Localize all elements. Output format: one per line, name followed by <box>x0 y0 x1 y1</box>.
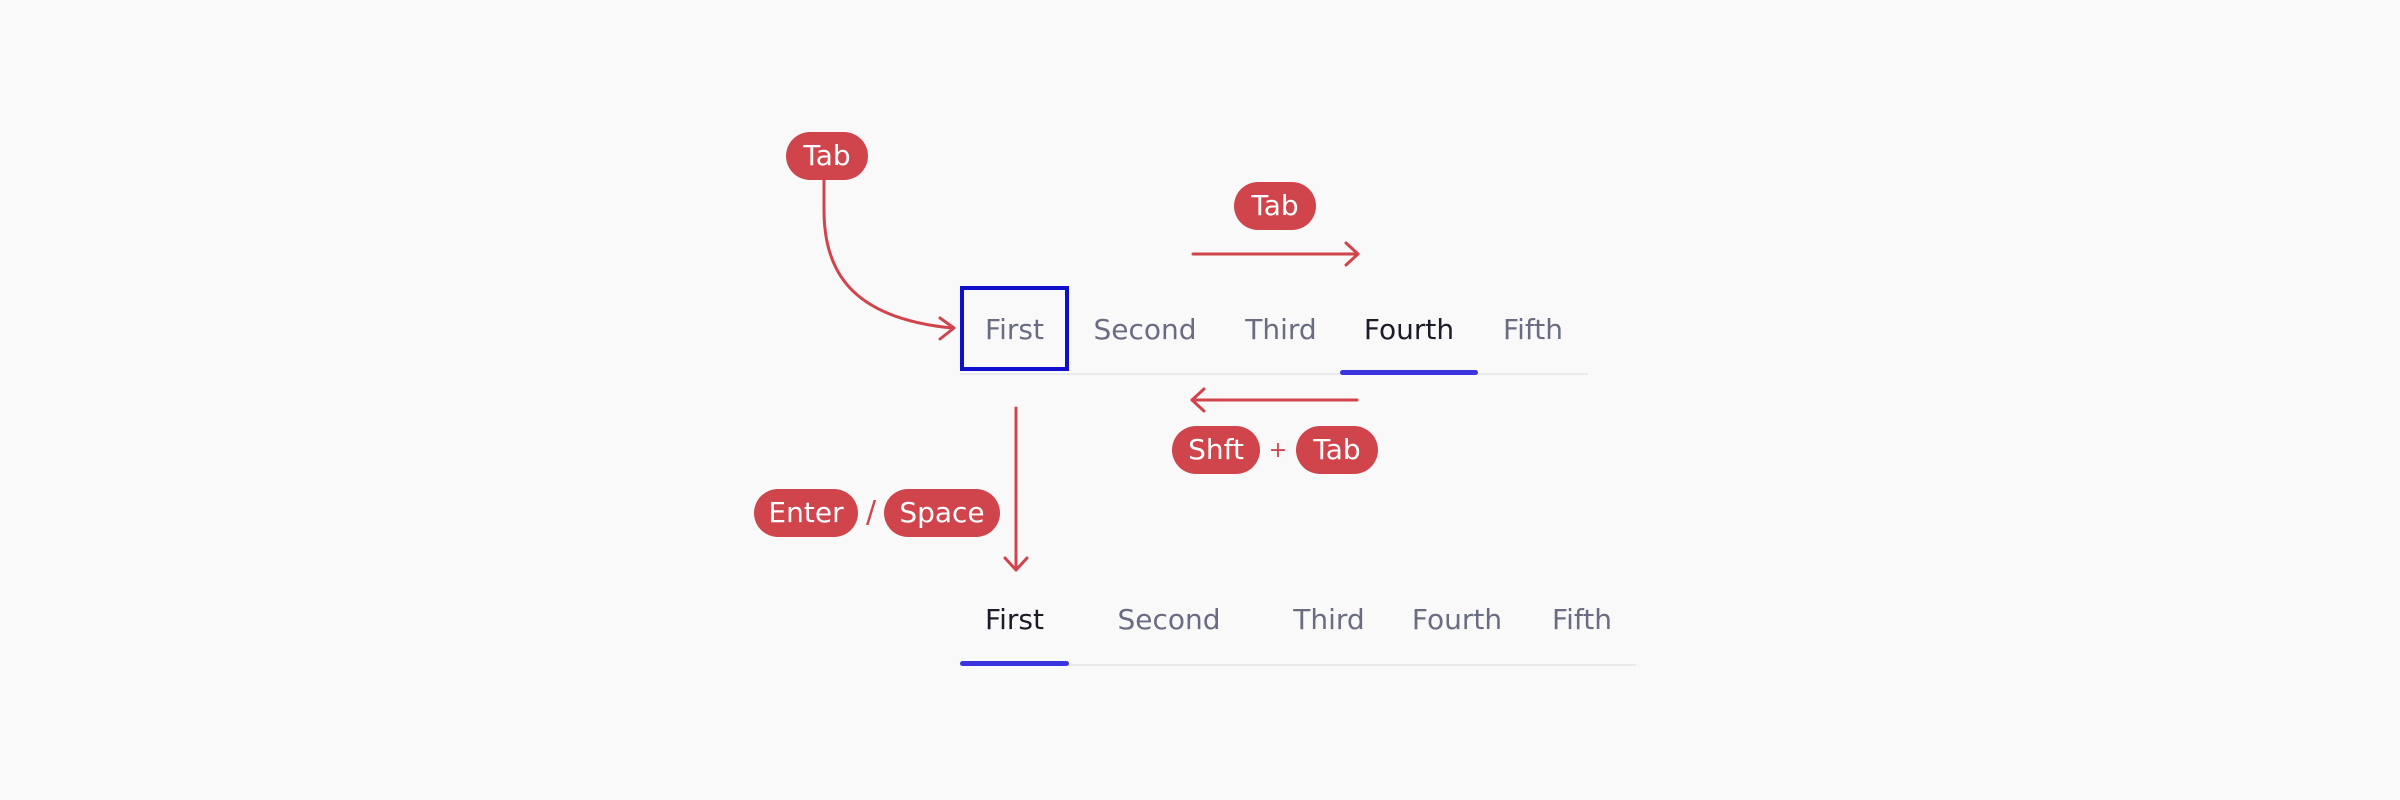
tab-fourth-active[interactable]: Fourth <box>1363 313 1455 346</box>
tab-key-badge: Tab <box>1234 182 1316 230</box>
tab-third[interactable]: Third <box>1245 313 1317 346</box>
tab-second[interactable]: Second <box>1093 313 1197 346</box>
shift-key-badge: Shft <box>1172 426 1260 474</box>
space-key-badge: Space <box>884 489 1000 537</box>
plus-separator: + <box>1268 438 1288 463</box>
slash-separator: / <box>865 495 877 530</box>
tab-third[interactable]: Third <box>1293 603 1365 636</box>
tab-fourth[interactable]: Fourth <box>1411 603 1503 636</box>
tab-second[interactable]: Second <box>1117 603 1221 636</box>
enter-space-select-arrow <box>1003 406 1029 572</box>
focus-ring <box>960 286 1069 371</box>
tab-into-arrow <box>822 178 956 341</box>
tab-first-active[interactable]: First <box>985 603 1044 636</box>
tab-key-badge: Tab <box>786 132 868 180</box>
active-tab-indicator <box>960 661 1069 666</box>
tab-fifth[interactable]: Fifth <box>1552 603 1612 636</box>
tablist-baseline <box>960 664 1636 666</box>
tab-first-focused[interactable]: First <box>985 313 1044 346</box>
shift-tab-prev-arrow <box>1190 387 1359 413</box>
tablist-baseline <box>960 373 1588 375</box>
tab-next-arrow <box>1191 241 1360 267</box>
active-tab-indicator <box>1340 370 1478 375</box>
tab-fifth[interactable]: Fifth <box>1503 313 1563 346</box>
tab-key-badge: Tab <box>1296 426 1378 474</box>
enter-key-badge: Enter <box>754 489 858 537</box>
